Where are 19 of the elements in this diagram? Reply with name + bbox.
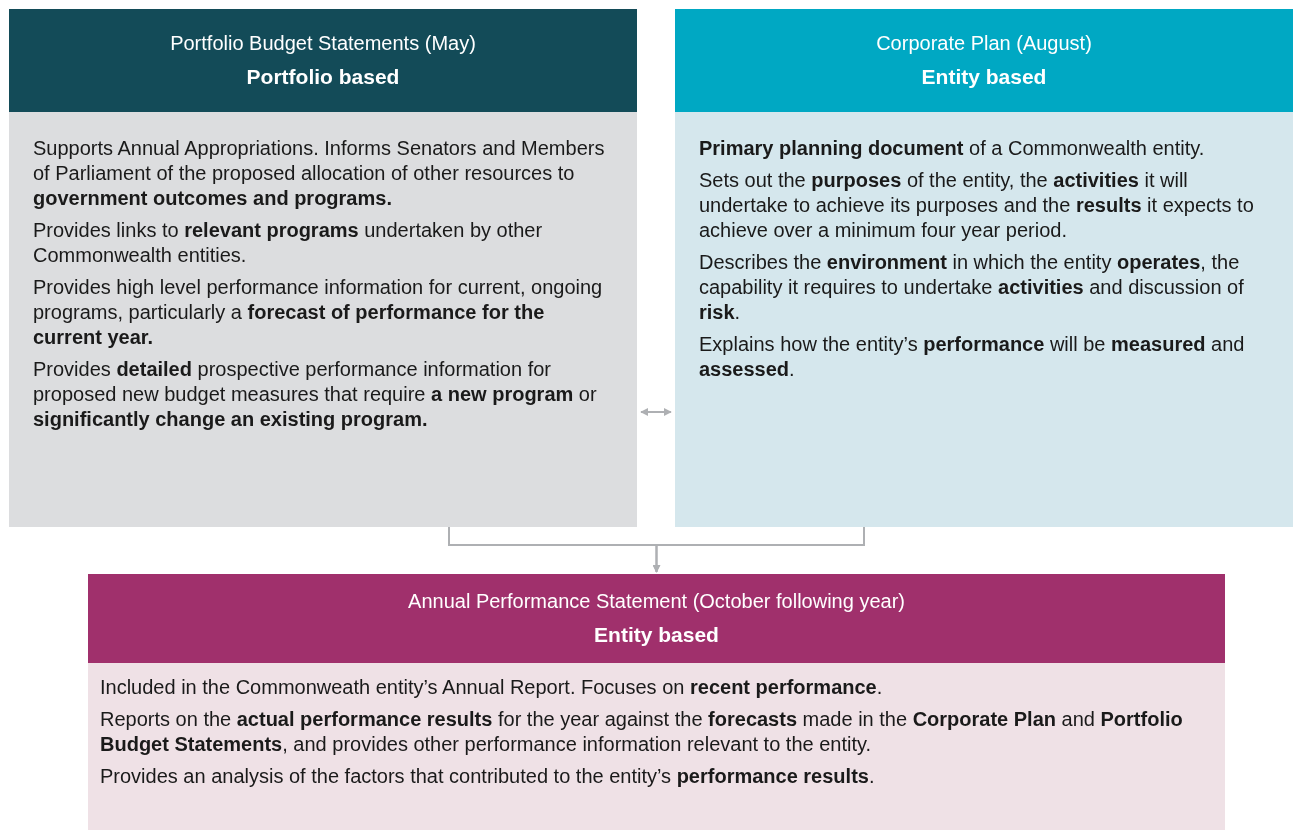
description-text: Primary planning document of a Commonwealth entity. [699,136,1206,161]
card-subtitle: Entity based [594,621,719,648]
connector-arrow [652,526,865,573]
description-text: Describes the environment in which the entity operates, the capability it requires to undertake activities and discussion of risk. [699,250,1245,325]
card-title: Portfolio Budget Statements (May) [170,30,476,56]
description-text: Reports on the actual performance results for the year against the forecasts made in the Corporate Plan and Portfolio Budget Statements, and provides other performance information relevant to the entity. [100,707,1184,757]
card-title: Corporate Plan (August) [876,30,1092,56]
card-title: Annual Performance Statement (October following year) [408,588,905,614]
description-text: Sets out the purposes of the entity, the activities it will undertake to achieve its purposes and the results it expects to achieve over a minimum four year period. [699,168,1255,243]
description-text: Supports Annual Appropriations. Informs Senators and Members of Parliament of the proposed allocation of other resources to government outcomes and programs. [33,136,606,211]
card-subtitle: Portfolio based [246,63,400,90]
description-text: Provides links to relevant programs undertaken by other Commonwealth entities. [33,218,544,268]
description-text: Provides detailed prospective performance information for proposed new budget measures that require a new program or significantly change an existing program. [33,357,598,432]
card-subtitle: Entity based [921,63,1047,90]
description-text: Explains how the entity’s performance will be measured and assessed. [699,332,1246,382]
description-text: Provides an analysis of the factors that contributed to the entity’s performance results. [100,764,876,789]
connector-arrow [640,408,672,416]
description-text: Included in the Commonweath entity’s Annual Report. Focuses on recent performance. [100,675,884,700]
description-text: Provides high level performance information for current, ongoing programs, particularly a forecast of performance for the current year. [33,275,604,350]
